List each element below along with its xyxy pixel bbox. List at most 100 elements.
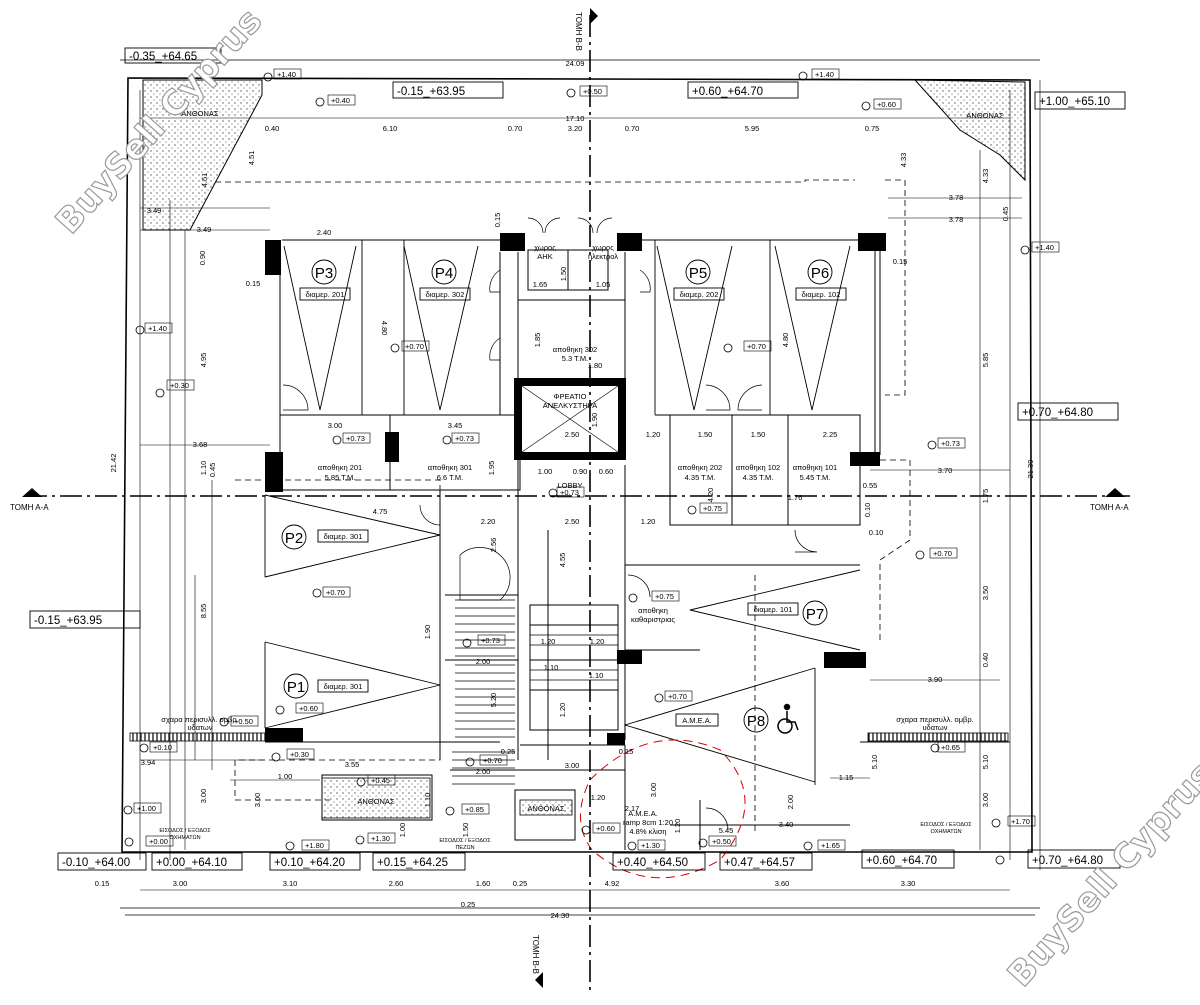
- ramp-slope: 4.8% κλιση: [629, 827, 666, 836]
- dim-v-3-00-w2: 3.00: [253, 793, 262, 808]
- dim-v-ne-1: 4.33: [899, 153, 908, 168]
- spot-31: +0.85: [465, 805, 484, 814]
- storage-302-area: 5.3 Τ.Μ.: [562, 354, 589, 363]
- level-4: +1.00_+65.10: [1039, 96, 1110, 108]
- level-12: +0.47_+64.57: [724, 857, 795, 869]
- dim-top-6: 5.95: [745, 124, 760, 133]
- section-bb-bottom: ΤΟΜΗ Β-Β: [531, 935, 540, 974]
- section-aa-right: ΤΟΜΗ Α-Α: [1090, 503, 1129, 512]
- electrical-room-line2: ηλεκτρολ: [588, 252, 618, 261]
- dim-bottom-1: 0.15: [95, 879, 110, 888]
- dim-p3-width: 2.40: [317, 228, 332, 237]
- dim-top-4: 3.20: [568, 124, 583, 133]
- dim-v-1-10: 1.10: [199, 461, 208, 476]
- spot-symbols: [123, 71, 1030, 865]
- spot-16: +0.70: [326, 588, 345, 597]
- spot-30: +1.30: [371, 834, 390, 843]
- parking-p7: P7: [806, 606, 824, 623]
- spot-21: +0.50: [234, 717, 253, 726]
- dim-ramp-1-20: 1.20: [591, 793, 606, 802]
- spot-9: +0.70: [747, 342, 766, 351]
- dim-elec-width: 1.05: [596, 280, 611, 289]
- dim-v-lift: 1.90: [590, 413, 599, 428]
- ramp-title: Α.Μ.Ε.Α.: [628, 809, 658, 818]
- storage-201-name: αποθηκη 201: [318, 463, 362, 472]
- parking-p2: P2: [285, 530, 303, 547]
- dim-s102-width: 1.50: [751, 430, 766, 439]
- parking-p4: P4: [435, 265, 453, 282]
- dim-v-south-1-50: 1.50: [461, 823, 470, 838]
- dim-stair-run-1: 1.10: [544, 663, 559, 672]
- dim-v-4-95: 4.95: [199, 353, 208, 368]
- dim-v-0-90: 0.90: [198, 251, 207, 266]
- spot-35: +1.65: [821, 841, 840, 850]
- dim-lobby-1: 1.00: [538, 467, 553, 476]
- dim-s101-door: 1.76: [788, 493, 803, 502]
- dim-overall-bottom: 24.30: [551, 911, 570, 920]
- dim-west-3-68: 3.68: [193, 440, 208, 449]
- dim-v-1-95: 1.95: [487, 461, 496, 476]
- dim-ramp-5-45: 5.45: [719, 826, 734, 835]
- spot-19: +0.70: [668, 692, 687, 701]
- dim-bottom-6: 0.25: [513, 879, 528, 888]
- dim-v-0-45: 0.45: [1001, 207, 1010, 222]
- section-aa-left: ΤΟΜΗ Α-Α: [10, 503, 49, 512]
- level-14: +0.70_+64.80: [1032, 855, 1103, 867]
- dim-setback-e2: 3.78: [949, 215, 964, 224]
- section-markers: [22, 8, 1125, 988]
- spot-17: +0.75: [655, 592, 674, 601]
- doors: [282, 217, 818, 831]
- parking-p2-owner: διαμερ. 301: [324, 532, 363, 541]
- dim-top-5: 0.70: [625, 124, 640, 133]
- dim-v-south-1-00: 1.00: [398, 823, 407, 838]
- storage-302-name: αποθηκη 302: [553, 345, 597, 354]
- dim-east-0-10: 0.10: [869, 528, 884, 537]
- spot-27: +1.00: [137, 804, 156, 813]
- dim-top-3: 0.70: [508, 124, 523, 133]
- dim-bottom-8: 3.60: [775, 879, 790, 888]
- spot-12: +0.73: [941, 439, 960, 448]
- storage-labels: αποθηκη 201 5.85 Τ.Μ. αποθηκη 301 6.6 Τ.…: [318, 345, 837, 624]
- dim-south-1-00: 1.00: [278, 772, 293, 781]
- level-11: +0.40_+64.50: [617, 857, 688, 869]
- dim-v-1-75: 1.75: [981, 489, 990, 504]
- spot-18: +0.73: [481, 636, 500, 645]
- spot-37: +1.40: [148, 324, 167, 333]
- dim-stair-0-15: 0.15: [619, 747, 634, 756]
- dim-setback-w2: 3.49: [197, 225, 212, 234]
- level-2: -0.15_+63.95: [397, 86, 465, 98]
- dim-v-nw-2: 4.51: [200, 173, 209, 188]
- wheelchair-icon: [777, 703, 799, 734]
- spot-36: +1.70: [1011, 817, 1030, 826]
- dim-s201-width: 3.00: [328, 421, 343, 430]
- pedestrian-entry-line1: ΕΙΣΟΔΟΣ / ΕΞΟΔΟΣ: [439, 838, 491, 844]
- spot-3: +0.50: [583, 87, 602, 96]
- dim-lobby-2: 0.90: [573, 467, 588, 476]
- level-5: -0.15_+63.95: [34, 615, 102, 627]
- dim-stair-run-2: 1.10: [589, 671, 604, 680]
- entry-labels: ΕΙΣΟΔΟΣ / ΕΞΟΔΟΣ ΟΧΗΜΑΤΩΝ ΕΙΣΟΔΟΣ / ΕΞΟΔ…: [159, 822, 972, 851]
- section-lines: [25, 15, 1130, 990]
- lobby-label: LOBBY: [557, 481, 582, 490]
- storage-301-area: 6.6 Τ.Μ.: [437, 473, 464, 482]
- storage-202-name: αποθηκη 202: [678, 463, 722, 472]
- parking-p5: P5: [689, 265, 707, 282]
- cleaner-storage-line2: καθαριστριας: [631, 615, 675, 624]
- dim-v-overall-west: 21.42: [109, 454, 118, 473]
- dim-v-0-15-top: 0.15: [493, 213, 502, 228]
- room-labels: χωρος ΑΗΚ χωρος ηλεκτρολ ΦΡΕΑΤΙΟ ΑΝΕΛΚΥΣ…: [161, 109, 1004, 836]
- dim-v-ne-2: 4.33: [981, 169, 990, 184]
- green-area-nw: ΑΝΘΟΝΑΣ: [181, 109, 219, 118]
- dim-v-1-20: 1.20: [558, 703, 567, 718]
- dim-v-5-10-a: 5.10: [870, 755, 879, 770]
- dim-lobby-3: 0.60: [599, 467, 614, 476]
- dim-building-width: 17.10: [566, 114, 585, 123]
- dim-overall-top: 24.09: [566, 59, 585, 68]
- ramp-arc: [580, 739, 746, 879]
- dim-corridor-3: 1.20: [641, 517, 656, 526]
- dim-s202-width: 1.50: [698, 430, 713, 439]
- dim-s-gap: 1.20: [646, 430, 661, 439]
- dim-v-south-1-10: 1.10: [423, 793, 432, 808]
- parking-p6: P6: [811, 265, 829, 282]
